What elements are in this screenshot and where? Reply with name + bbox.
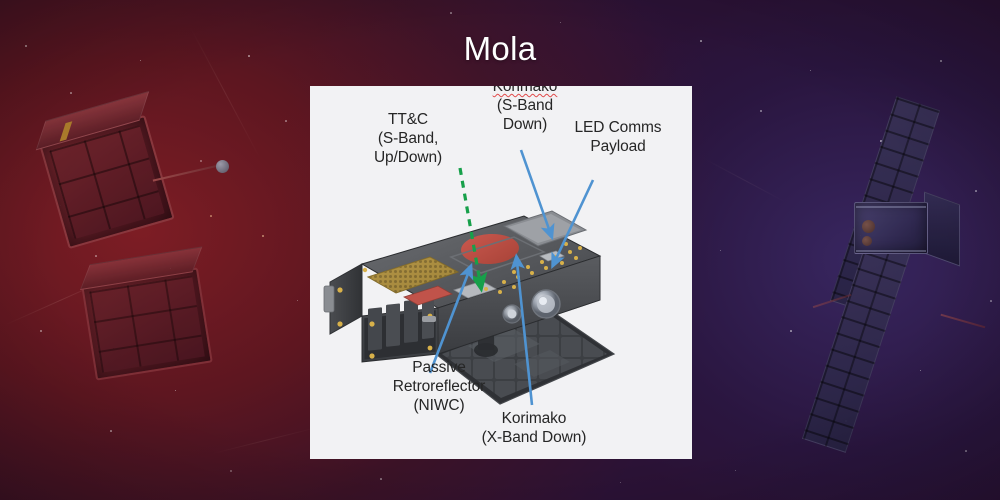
corner-fasteners [337,267,433,359]
background-antenna-ball [216,160,229,173]
body-panel-strip [363,295,437,361]
diagram-panel: TT&C (S-Band, Up/Down) Korimako (S-Band … [310,86,692,459]
leader-line-korimako-s-band [519,149,555,241]
background-satellite-right [801,96,968,453]
front-face-optics [502,289,561,324]
side-bracket [323,285,335,313]
leader-line-korimako-x-band [510,253,534,406]
callout-korimako-s-band-clipped-word: Korimako [470,86,580,96]
patch-antenna [461,233,519,265]
leader-line-retroreflector [428,262,474,374]
mola-cubesat-render [323,210,616,405]
callout-passive-retroreflector: Passive Retroreflector (NIWC) [392,359,486,414]
side-connector [422,316,436,322]
callout-korimako-s-band: (S-Band Down) [496,97,554,133]
secondary-patch-antenna [403,285,453,306]
leader-line-ttc [458,167,488,293]
slide-title: Mola [463,30,537,67]
callout-led-comms-payload: LED Comms Payload [574,119,662,155]
callout-korimako-x-band: Korimako (X-Band Down) [481,410,587,446]
callout-ttc: TT&C (S-Band, Up/Down) [373,111,443,166]
callout-leader-lines [428,149,595,406]
clipped-word-korimako: Korimako [492,86,558,95]
leader-line-led-comms [551,179,595,270]
